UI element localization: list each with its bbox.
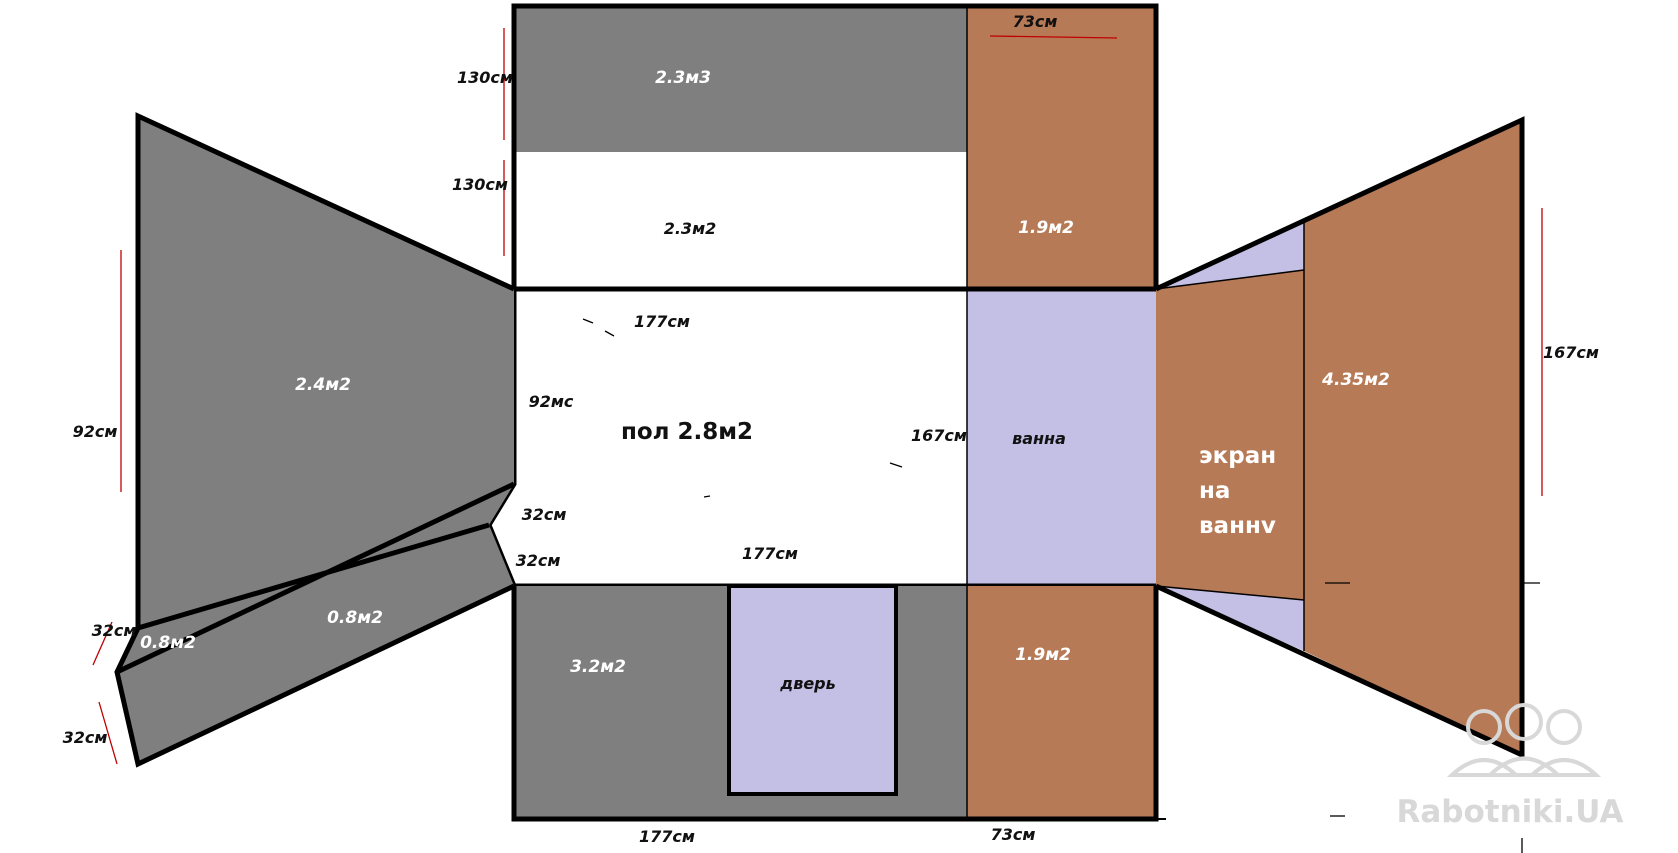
bottom-copper-area: 1.9м2 bbox=[1015, 645, 1071, 665]
screen-label-3: ваннv bbox=[1199, 513, 1276, 539]
screen-label-2: на bbox=[1199, 478, 1230, 504]
dim-bottom-right: 73см bbox=[991, 825, 1036, 844]
bath-screen-panel bbox=[1156, 270, 1304, 600]
bath-label: ванна bbox=[1012, 429, 1066, 448]
dim-floor-right: 167см bbox=[911, 426, 967, 445]
right-wall-outline bbox=[1154, 116, 1525, 759]
dim-left-cut1: 32см bbox=[92, 621, 137, 640]
dim-floor-bottom: 177см bbox=[742, 544, 798, 563]
left-strip-bottom bbox=[115, 481, 516, 675]
bottom-wall-outline bbox=[511, 586, 1159, 822]
dim-floor-cut1: 32см bbox=[522, 505, 567, 524]
red-measure-marks bbox=[92, 28, 1543, 765]
dim-top-h1: 130см bbox=[457, 68, 513, 87]
top-copper-panel bbox=[967, 6, 1156, 289]
left-wall-outline bbox=[114, 112, 516, 768]
top-white-area: 2.3м2 bbox=[664, 219, 717, 238]
top-gray-area: 2.3м3 bbox=[655, 68, 711, 88]
dim-bottom-left: 177см bbox=[639, 827, 695, 846]
watermark-logo bbox=[1446, 703, 1602, 777]
dim-left-height: 92см bbox=[73, 422, 118, 441]
left-small-area: 0.8м2 bbox=[140, 633, 196, 653]
top-copper-area: 1.9м2 bbox=[1018, 218, 1074, 238]
stray-marks bbox=[582, 318, 1540, 853]
left-wall-panel bbox=[138, 116, 514, 628]
dim-floor-left: 92мс bbox=[529, 392, 574, 411]
bottom-gray-area: 3.2м2 bbox=[570, 657, 626, 677]
door-label: дверь bbox=[779, 674, 835, 693]
left-strip-panel bbox=[117, 525, 514, 764]
screen-bottom-edge bbox=[1155, 585, 1305, 601]
screen-top-edge bbox=[1155, 269, 1305, 290]
top-wall-outline bbox=[511, 3, 1159, 289]
floor-label: пол 2.8м2 bbox=[621, 419, 753, 445]
bath-panel bbox=[967, 289, 1156, 586]
watermark-text: Rabotniki.UA bbox=[1396, 794, 1623, 830]
door-panel bbox=[727, 584, 898, 796]
screen-label-1: экран bbox=[1199, 443, 1276, 469]
dim-floor-top: 177см bbox=[634, 312, 690, 331]
bottom-copper-panel bbox=[967, 586, 1156, 819]
dim-right-height: 167см bbox=[1543, 343, 1599, 362]
top-gray-panel bbox=[514, 6, 967, 152]
dim-left-cut2: 32см bbox=[63, 728, 108, 747]
dim-top-width: 73см bbox=[1013, 12, 1058, 31]
dim-top-h2: 130см bbox=[452, 175, 508, 194]
top-white-panel bbox=[514, 152, 967, 289]
dim-floor-cut2: 32см bbox=[516, 551, 561, 570]
right-wall-area: 4.35м2 bbox=[1321, 370, 1390, 390]
left-strip-area: 0.8м2 bbox=[327, 608, 383, 628]
left-wall-area: 2.4м2 bbox=[295, 375, 351, 395]
right-wall-panel bbox=[1304, 120, 1522, 755]
